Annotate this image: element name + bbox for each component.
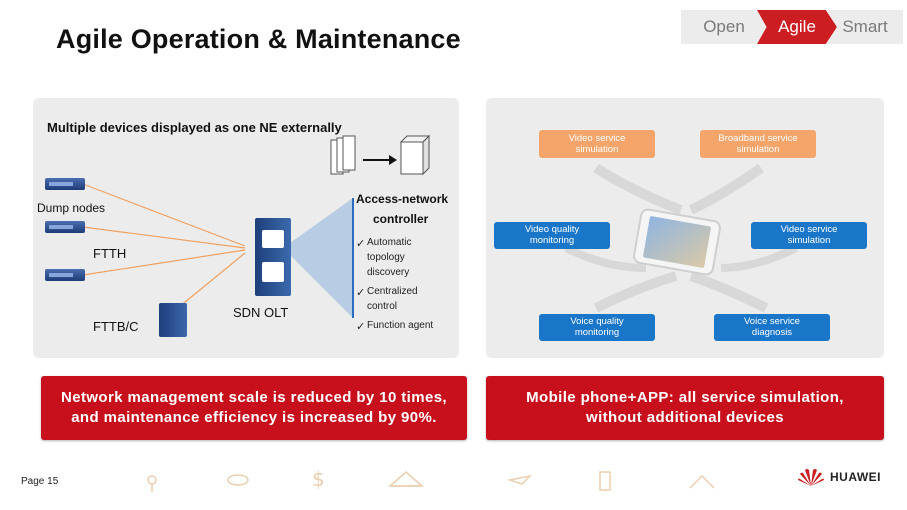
svg-text:$: $ xyxy=(312,467,325,491)
olt-icon-top xyxy=(262,230,284,248)
video-quality-line-1: Video quality xyxy=(494,224,610,235)
video-sim-right-line-2: simulation xyxy=(751,235,867,246)
video-quality-box: Video quality monitoring xyxy=(494,222,610,249)
video-quality-line-2: monitoring xyxy=(494,235,610,246)
ftth-device-2 xyxy=(45,269,85,281)
feature-control-line-1: Centralized xyxy=(367,284,418,299)
check-icon: ✓ xyxy=(356,286,365,299)
voice-quality-line-2: monitoring xyxy=(539,327,655,338)
ftth-device xyxy=(45,221,85,233)
step-open: Open xyxy=(681,10,767,44)
benefit-banner-left: Network management scale is reduced by 1… xyxy=(41,376,467,440)
banner-left-line-1: Network management scale is reduced by 1… xyxy=(41,388,467,408)
video-sim-right-line-1: Video service xyxy=(751,224,867,235)
huawei-logo-icon xyxy=(797,466,825,488)
banner-left-line-2: and maintenance efficiency is increased … xyxy=(41,408,467,428)
banner-right-line-1: Mobile phone+APP: all service simulation… xyxy=(486,388,884,408)
footer-decoration: $ xyxy=(130,458,780,494)
phone-screen xyxy=(643,216,711,268)
page-title: Agile Operation & Maintenance xyxy=(56,24,461,55)
voice-quality-box: Voice quality monitoring xyxy=(539,314,655,341)
olt-icon-bottom xyxy=(262,262,284,282)
voice-diag-line-2: diagnosis xyxy=(714,327,830,338)
check-icon: ✓ xyxy=(356,320,365,333)
dump-node-device xyxy=(45,178,85,190)
feature-control: Centralized control xyxy=(367,284,418,314)
feature-topology-line-2: topology xyxy=(367,250,411,265)
network-panel: Multiple devices displayed as one NE ext… xyxy=(33,98,459,358)
check-icon: ✓ xyxy=(356,237,365,250)
banner-right-line-2: without additional devices xyxy=(486,408,884,428)
step-agile: Agile xyxy=(757,10,837,44)
simulation-panel: Video service simulation Broadband servi… xyxy=(486,98,884,358)
feature-topology: Automatic topology discovery xyxy=(367,235,411,280)
voice-quality-line-1: Voice quality xyxy=(539,316,655,327)
feature-control-line-2: control xyxy=(367,299,418,314)
video-sim-right-box: Video service simulation xyxy=(751,222,867,249)
stage-indicator: Open Agile Smart xyxy=(681,10,903,44)
sdn-olt-device xyxy=(255,218,291,296)
benefit-banner-right: Mobile phone+APP: all service simulation… xyxy=(486,376,884,440)
page-number: Page 15 xyxy=(21,476,58,487)
voice-diag-line-1: Voice service xyxy=(714,316,830,327)
huawei-logo-text: HUAWEI xyxy=(830,470,881,484)
fttb-cabinet xyxy=(159,303,187,337)
feature-agent: Function agent xyxy=(367,318,433,333)
feature-topology-line-3: discovery xyxy=(367,265,411,280)
step-smart: Smart xyxy=(827,10,903,44)
voice-diag-box: Voice service diagnosis xyxy=(714,314,830,341)
feature-topology-line-1: Automatic xyxy=(367,235,411,250)
